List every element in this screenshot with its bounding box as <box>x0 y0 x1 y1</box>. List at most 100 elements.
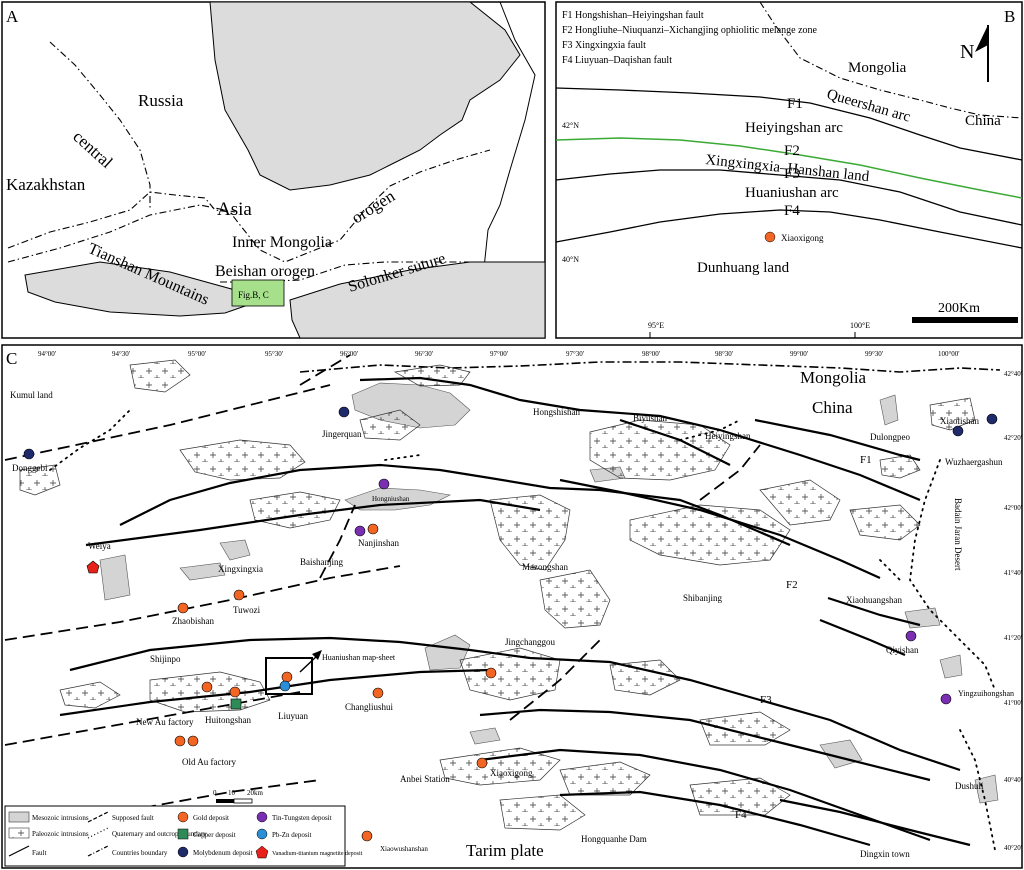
c-huitongshan: Huitongshan <box>205 715 251 725</box>
legend-molybdenum: Molybdenum deposit <box>193 849 253 857</box>
legend-paleozoic-swatch <box>8 827 30 839</box>
b-mongolia: Mongolia <box>848 60 907 76</box>
label-kazakhstan: Kazakhstan <box>6 175 86 194</box>
fault-f3 <box>555 169 1023 226</box>
legend-quaternary: Quaternary and outcrop boundary <box>112 830 207 838</box>
legend-pbzn-swatch <box>256 828 268 840</box>
b-huaniushan: Huaniushan arc <box>745 185 839 201</box>
legend-countries-line <box>87 845 109 857</box>
vanadium-weiya <box>86 560 100 574</box>
north-label: N <box>960 41 974 63</box>
c-newau: New Au factory <box>136 717 194 727</box>
c-anbei: Anbei Station <box>400 774 450 784</box>
tick-42-00: 42°00' <box>1004 504 1022 512</box>
fault-f2 <box>555 137 1023 199</box>
c-hongniushan: Hongniushan <box>372 495 410 503</box>
b-f2: F2 <box>784 143 800 159</box>
c-baishanjing: Baishanjing <box>300 557 343 567</box>
c-dingxin: Dingxin town <box>860 849 910 859</box>
c-tarim: Tarim plate <box>466 841 544 860</box>
gold-tuwozi <box>233 589 245 601</box>
c-weiya: Weiya <box>88 541 111 551</box>
c-scale-20: 20km <box>247 789 264 797</box>
c-liuyuan: Liuyuan <box>278 711 308 721</box>
gold-zhaobishan <box>177 602 189 614</box>
legend-supposed-line <box>87 811 109 823</box>
legend-countries: Countries boundary <box>112 849 168 857</box>
b-heiyingshan: Heiyingshan arc <box>745 120 843 136</box>
c-mongolia: Mongolia <box>800 368 867 387</box>
tick-42-20: 42°20' <box>1004 434 1022 442</box>
b-xiaoxigong: Xiaoxigong <box>781 233 824 243</box>
tin-nanjinshan <box>354 525 366 537</box>
c-xiaowushanshan: Xiaowushanshan <box>380 845 428 853</box>
legend-mesozoic: Mesozoic intrusions <box>32 814 89 822</box>
mo-jingerquan <box>338 406 350 418</box>
pbzn-mapsheet <box>279 680 291 692</box>
legend-fault: Fault <box>32 849 46 857</box>
panel-c: C 94°00' 94°30' 95°00' 95°30' 96°00' 96°… <box>1 344 1023 869</box>
c-mazongshan: Mazongshan <box>522 562 568 572</box>
c-shibanjing: Shibanjing <box>683 593 723 603</box>
legend-quaternary-line <box>87 827 109 839</box>
c-f4: F4 <box>735 809 747 821</box>
mo-xiaolishan-1 <box>952 425 964 437</box>
c-heiyingshan: Heiyingshan <box>705 431 751 441</box>
fault-f4 <box>555 209 1023 249</box>
legend-molybdenum-swatch <box>177 846 189 858</box>
tick-96-00: 96°00' <box>340 350 358 358</box>
c-badain: Badain Jaran Desert <box>953 498 963 571</box>
tick-94-30: 94°30' <box>112 350 130 358</box>
legend-vanadium-swatch <box>255 845 269 859</box>
c-wuzhaergashun: Wuzhaergashun <box>945 457 1003 467</box>
b-lat42: 42°N <box>562 121 579 130</box>
c-xiaolishan: Xiaolishan <box>940 416 979 426</box>
c-qiyishan: Qiyishan <box>886 645 919 655</box>
legend-tin: Tin-Tungsten deposit <box>272 814 332 822</box>
panel-a: A Russia central Kazakhstan Asia orogen … <box>1 1 546 339</box>
fault-legend-1: F1 Hongshishan–Heiyingshan fault <box>562 10 704 21</box>
gold-xiaoxigong <box>476 757 488 769</box>
tin-yingzuihongshan <box>940 693 952 705</box>
fault-legend-2: F2 Hongliuhe–Niuquanzi–Xichangjing ophio… <box>562 25 818 36</box>
c-xingxingxia: Xingxingxia <box>218 564 263 574</box>
tick-95-00: 95°00' <box>188 350 206 358</box>
c-zhaobishan: Zhaobishan <box>172 616 214 626</box>
faults <box>59 376 971 847</box>
label-asia: Asia <box>217 199 252 220</box>
legend-copper-swatch <box>177 828 189 840</box>
fault-legend-4: F4 Liuyuan–Daqishan fault <box>562 55 672 66</box>
gold-shijinpo-1 <box>201 681 213 693</box>
c-dulongpeo: Dulongpeo <box>870 432 910 442</box>
tick-99-30: 99°30' <box>865 350 883 358</box>
c-biyushan: Biyushan <box>633 413 668 423</box>
right-tick-labels: 42°40' 42°20' 42°00' 41°40' 41°20' 41°00… <box>1004 370 1022 852</box>
legend-tin-swatch <box>256 811 268 823</box>
c-scale-10: 10 <box>228 789 236 797</box>
tick-41-20: 41°20' <box>1004 634 1022 642</box>
gold-mapsheet <box>281 671 293 683</box>
c-jingerquan: Jingerquan <box>322 429 362 439</box>
c-changliushui: Changliushui <box>345 702 394 712</box>
scale-bar-c: 0 10 20km <box>213 789 264 804</box>
quaternary-boundaries <box>49 409 996 851</box>
label-russia: Russia <box>138 91 184 110</box>
legend-copper: Copper deposit <box>193 831 236 839</box>
c-hongquanhe: Hongquanhe Dam <box>581 834 647 844</box>
deposits <box>23 406 998 842</box>
c-kumul: Kumul land <box>10 390 53 400</box>
c-jingchanggou: Jingchanggou <box>505 637 555 647</box>
fault-f1 <box>555 87 1023 161</box>
tick-97-00: 97°00' <box>490 350 508 358</box>
c-nanjinshan: Nanjinshan <box>358 538 399 548</box>
fault-legend-3: F3 Xingxingxia fault <box>562 40 646 51</box>
b-china: China <box>965 113 1001 129</box>
gold-nanjinshan <box>367 523 379 535</box>
c-xiaoxigong: Xiaoxigong <box>490 768 533 778</box>
c-tuwozi: Tuwozi <box>233 605 261 615</box>
xiaoxigong-deposit <box>764 231 776 243</box>
c-donggebi: Donggebi <box>12 463 48 473</box>
tick-94-00: 94°00' <box>38 350 56 358</box>
c-f3: F3 <box>760 694 772 706</box>
legend-paleozoic: Paleozoic intrusions <box>32 830 89 838</box>
